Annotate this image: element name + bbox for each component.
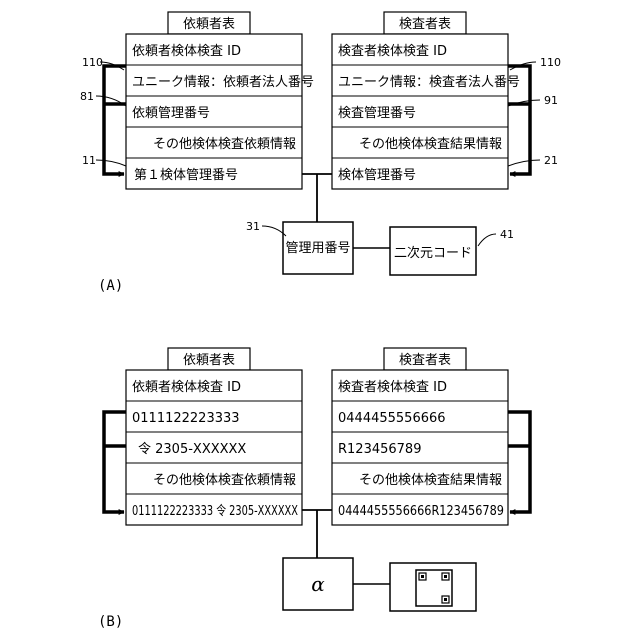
unique-info-cell: ユニーク情報：依頼者法人番号 <box>132 75 314 90</box>
inspector-tab-b-label: 検査者表 <box>399 353 451 368</box>
other-result-info-cell-b: その他検体検査結果情報 <box>359 473 502 488</box>
ref-110-left: 110 <box>82 56 103 69</box>
inspector-table-a: 検査者表 検査者検体検査 ID ユニーク情報：検査者法人番号 検査管理番号 その… <box>332 12 520 189</box>
specimen-management-cell: 検体管理番号 <box>338 168 416 183</box>
other-request-info-cell: その他検体検査依頼情報 <box>153 137 296 152</box>
panel-b-label: (B) <box>98 614 123 630</box>
requester-table-b: 依頼者表 依頼者検体検査 ID 0111122223333 令 2305-XXX… <box>126 348 302 525</box>
ref-leader <box>96 160 126 166</box>
request-management-cell-b: 令 2305-XXXXXX <box>138 442 246 457</box>
first-specimen-management-cell: 第１検体管理番号 <box>134 168 238 183</box>
ref-21: 21 <box>544 154 558 167</box>
combined-management-cell-b: 0111122223333 令 2305-XXXXXX <box>132 504 298 519</box>
requester-id-cell-b: 依頼者検体検査 ID <box>132 380 241 395</box>
alpha-label: α <box>311 572 325 596</box>
inspector-corporate-number-cell-b: 0444455556666 <box>338 411 446 426</box>
requester-table-a: 依頼者表 依頼者検体検査 ID ユニーク情報：依頼者法人番号 依頼管理番号 その… <box>126 12 314 189</box>
right-bracket-arrow-b <box>508 412 530 512</box>
inspection-management-cell: 検査管理番号 <box>338 106 416 121</box>
requester-id-cell: 依頼者検体検査 ID <box>132 44 241 59</box>
management-number-label: 管理用番号 <box>285 241 350 256</box>
inspection-management-cell-b: R123456789 <box>338 442 421 457</box>
ref-91: 91 <box>544 94 558 107</box>
inspector-tab-a-label: 検査者表 <box>399 17 451 32</box>
combined-specimen-cell-b: 0444455556666R123456789 <box>338 504 504 519</box>
inspector-table-b: 検査者表 検査者検体検査 ID 0444455556666 R123456789… <box>332 348 508 525</box>
panel-a: 依頼者表 依頼者検体検査 ID ユニーク情報：依頼者法人番号 依頼管理番号 その… <box>80 12 561 294</box>
left-bracket-arrow-a <box>104 66 126 174</box>
corporate-number-cell-b: 0111122223333 <box>132 411 240 426</box>
ref-leader <box>508 160 540 166</box>
inspector-id-cell-b: 検査者検体検査 ID <box>338 380 447 395</box>
panel-a-label: (A) <box>98 278 123 294</box>
requester-tab-b-label: 依頼者表 <box>183 353 235 368</box>
other-request-info-cell-b: その他検体検査依頼情報 <box>153 473 296 488</box>
two-dimensional-code-label: 二次元コード <box>394 245 472 261</box>
ref-110-right: 110 <box>540 56 561 69</box>
request-management-cell: 依頼管理番号 <box>132 106 210 121</box>
panel-b: 依頼者表 依頼者検体検査 ID 0111122223333 令 2305-XXX… <box>98 348 530 630</box>
qr-code-icon <box>416 570 452 606</box>
left-bracket-arrow-b <box>104 412 126 512</box>
other-result-info-cell: その他検体検査結果情報 <box>359 137 502 152</box>
ref-leader <box>478 234 496 246</box>
requester-tab-a-label: 依頼者表 <box>183 17 235 32</box>
inspector-unique-info-cell: ユニーク情報：検査者法人番号 <box>338 75 520 90</box>
ref-81: 81 <box>80 90 94 103</box>
ref-11: 11 <box>82 154 96 167</box>
ref-41: 41 <box>500 228 514 241</box>
inspector-id-cell: 検査者検体検査 ID <box>338 44 447 59</box>
ref-31: 31 <box>246 220 260 233</box>
